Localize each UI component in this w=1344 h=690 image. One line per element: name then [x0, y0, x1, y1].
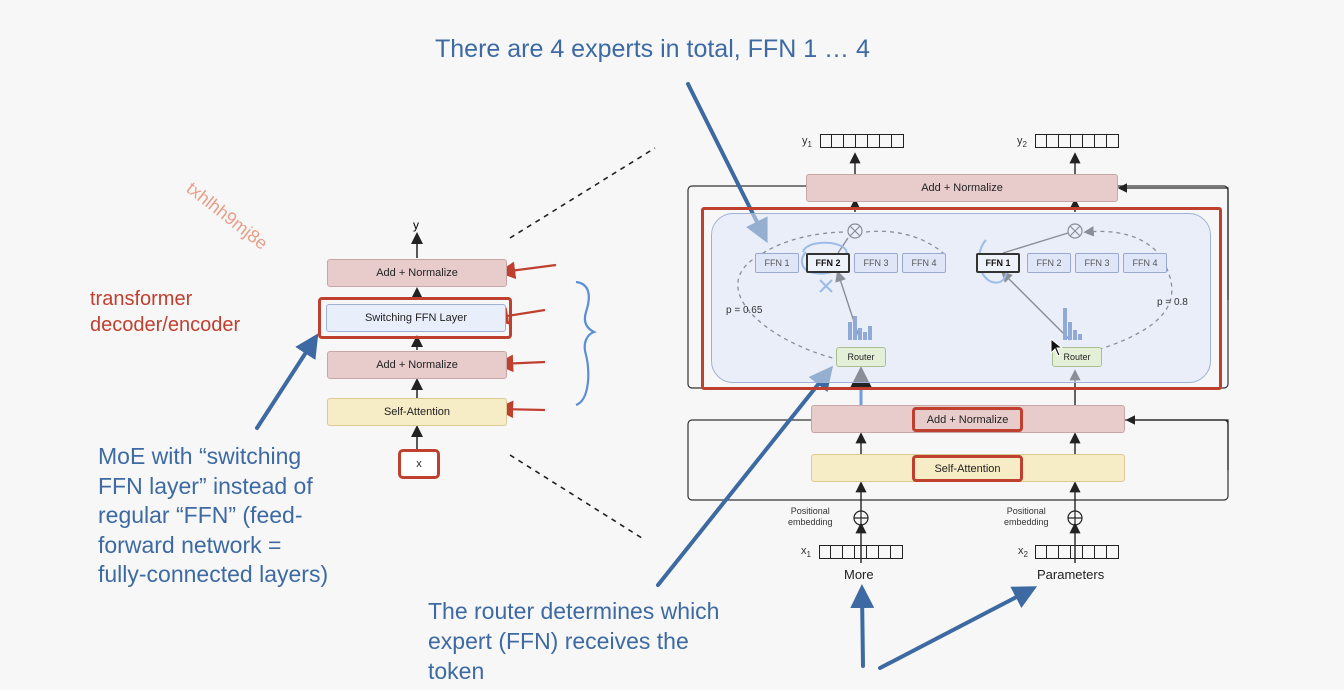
moe-note-line-3: regular “FFN” (feed- [98, 502, 303, 528]
router-right: Router [1052, 347, 1102, 367]
x1-subscript: 1 [806, 550, 811, 560]
token-more: More [844, 567, 874, 582]
right-self-attention-label: Self-Attention [912, 455, 1023, 482]
right-add-normalize-label: Add + Normalize [912, 407, 1023, 432]
x1-label: x1 [801, 546, 811, 560]
moe-region [711, 213, 1211, 383]
pos-embedding-left-line-1: Positional [790, 506, 830, 516]
pos-embedding-right: Positional embedding [1004, 506, 1049, 528]
pos-embedding-right-line-1: Positional [1006, 506, 1046, 516]
transformer-note: transformer decoder/encoder [90, 286, 240, 338]
p-right-label: p = 0.8 [1157, 297, 1188, 308]
left-expert-ffn-4: FFN 4 [902, 253, 946, 273]
pos-embedding-left: Positional embedding [788, 506, 833, 528]
x2-letter: x [1018, 545, 1024, 557]
left-expert-ffn-2-selected: FFN 2 [806, 253, 850, 273]
router-note-line-2: expert (FFN) receives the [428, 628, 689, 654]
y1-label: y1 [802, 136, 812, 150]
x2-label: x2 [1018, 546, 1028, 560]
router-note: The router determines which expert (FFN)… [428, 596, 719, 686]
router-note-line-3: token [428, 658, 485, 684]
x1-vector [819, 545, 903, 559]
right-expert-ffn-4: FFN 4 [1123, 253, 1167, 273]
moe-note-line-2: FFN layer” instead of [98, 472, 313, 499]
right-expert-ffn-2: FFN 2 [1027, 253, 1071, 273]
switching-ffn-layer: Switching FFN Layer [326, 304, 506, 332]
y2-letter: y [1017, 135, 1023, 147]
left-add-normalize-top: Add + Normalize [327, 259, 507, 287]
p-left-label: p = 0.65 [726, 305, 763, 316]
right-add-normalize-top: Add + Normalize [806, 174, 1118, 202]
transformer-note-line-2: decoder/encoder [90, 314, 241, 336]
left-add-normalize-bottom: Add + Normalize [327, 351, 507, 379]
moe-note-line-5: fully-connected layers) [98, 561, 329, 587]
moe-note-line-4: forward network = [98, 531, 282, 558]
y2-vector [1035, 134, 1119, 148]
moe-region-highlight [701, 207, 1222, 390]
cursor-icon [1050, 338, 1064, 357]
router-note-line-1: The router determines which [428, 598, 720, 624]
y2-label: y2 [1017, 136, 1027, 150]
moe-note-line-1: MoE with “switching [98, 443, 302, 469]
moe-note: MoE with “switching FFN layer” instead o… [98, 442, 328, 590]
y1-vector [820, 134, 904, 148]
y1-letter: y [802, 135, 808, 147]
x2-vector [1035, 545, 1119, 559]
y1-subscript: 1 [807, 140, 812, 150]
switching-ffn-highlight [318, 297, 512, 339]
right-expert-ffn-3: FFN 3 [1075, 253, 1119, 273]
token-parameters: Parameters [1037, 567, 1105, 582]
left-self-attention: Self-Attention [327, 398, 507, 426]
transformer-note-line-1: transformer [90, 288, 193, 310]
left-expert-ffn-1: FFN 1 [755, 253, 799, 273]
y2-subscript: 2 [1022, 140, 1027, 150]
left-input-x: x [398, 449, 440, 479]
left-output-label: y [413, 218, 419, 232]
experts-note: There are 4 experts in total, FFN 1 … 4 [435, 35, 870, 63]
right-expert-ffn-1-selected: FFN 1 [976, 253, 1020, 273]
x1-letter: x [801, 545, 807, 557]
pos-embedding-left-line-2: embedding [788, 517, 833, 527]
x2-subscript: 2 [1023, 550, 1028, 560]
router-left: Router [836, 347, 886, 367]
pos-embedding-right-line-2: embedding [1004, 517, 1049, 527]
left-expert-ffn-3: FFN 3 [854, 253, 898, 273]
